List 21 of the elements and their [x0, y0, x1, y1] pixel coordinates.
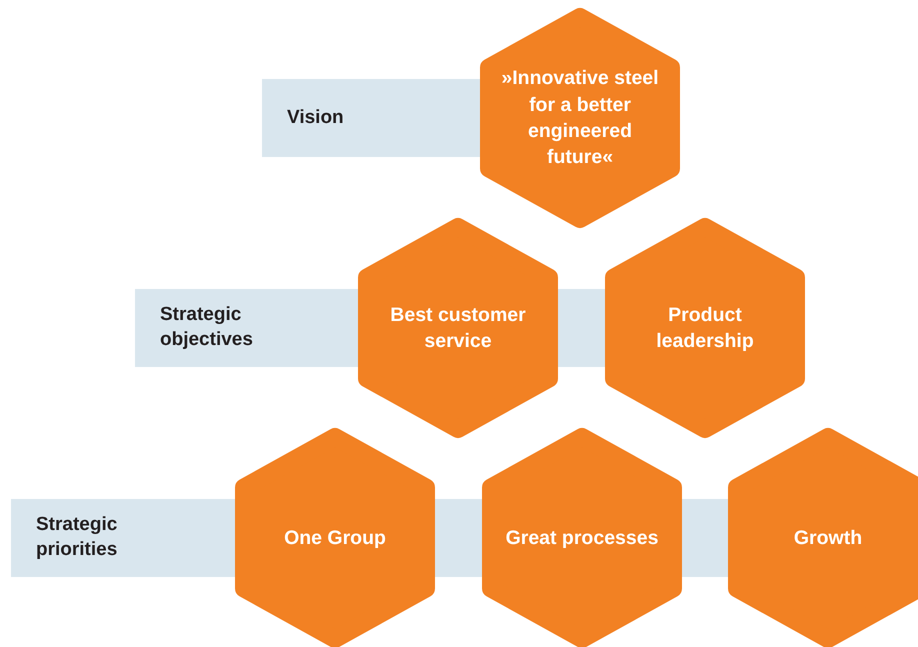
hexagon-shape [728, 428, 918, 647]
band-segment [682, 499, 728, 577]
hexagon-text: One Group [284, 526, 386, 551]
hexagon-shape [235, 428, 435, 647]
band-segment [435, 499, 482, 577]
hexagon-shape [482, 428, 682, 647]
label-band [262, 79, 480, 157]
hexagon-text: Growth [794, 526, 862, 551]
row-label: Vision [287, 106, 344, 130]
label-band [11, 499, 235, 577]
hexagon-text: Best customer service [389, 302, 527, 354]
hexagon-shape [605, 218, 805, 438]
band-segment [558, 289, 605, 367]
row-label: Strategic priorities [36, 513, 118, 562]
hexagon-shape [358, 218, 558, 438]
hexagon-text: »Innovative steel for a better engineered future« [500, 66, 660, 170]
label-band [135, 289, 358, 367]
row-label: Strategic objectives [160, 303, 254, 352]
hexagon-text: Great processes [506, 526, 658, 551]
hexagon-text: Product leadership [655, 302, 755, 354]
hexagon-shape [480, 8, 680, 228]
